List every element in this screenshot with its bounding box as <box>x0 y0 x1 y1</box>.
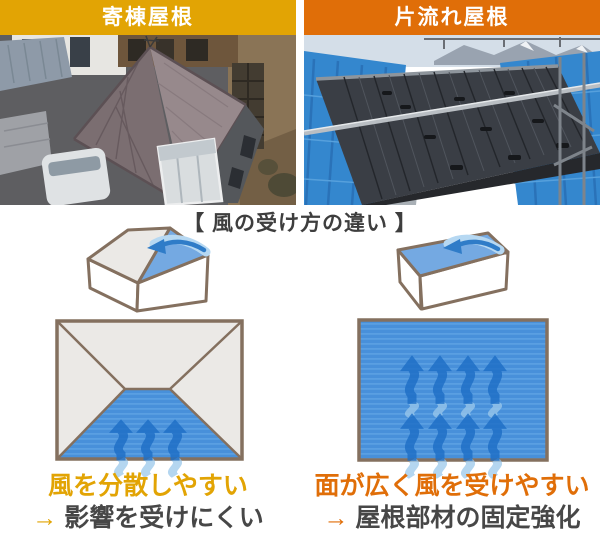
header-shed-roof: 片流れ屋根 <box>304 0 600 35</box>
wind-swirl-icon <box>443 234 505 255</box>
shed-roof-column: 片流れ屋根 <box>304 0 600 205</box>
shed-roof-plan-diagram <box>357 318 549 462</box>
arrow-glyph: → <box>32 504 58 532</box>
shed-roof-house-icon <box>396 231 510 311</box>
wind-diagram <box>55 226 549 490</box>
wind-swirl-icon <box>147 234 211 257</box>
hipped-roof-aerial-photo <box>0 35 296 205</box>
header-hipped-roof: 寄棟屋根 <box>0 0 296 35</box>
hipped-roof-column: 寄棟屋根 <box>0 0 296 205</box>
section-title: 【 風の受け方の違い 】 <box>183 212 417 235</box>
caption-hipped-result-text: 影響を受けにくい <box>64 504 264 532</box>
hipped-roof-house-icon <box>86 226 211 313</box>
wind-arrows-hipped <box>110 420 186 476</box>
shed-roof-construction-photo <box>304 35 600 205</box>
caption-hipped-result: → 影響を受けにくい <box>0 503 296 533</box>
caption-hipped-highlight: 風を分散しやすい <box>48 472 248 500</box>
caption-shed-result-text: 屋根部材の固定強化 <box>355 504 581 532</box>
arrow-glyph: → <box>323 504 349 532</box>
caption-shed-result: → 屋根部材の固定強化 <box>304 503 600 533</box>
caption-shed-highlight: 面が広く風を受けやすい <box>314 472 590 500</box>
